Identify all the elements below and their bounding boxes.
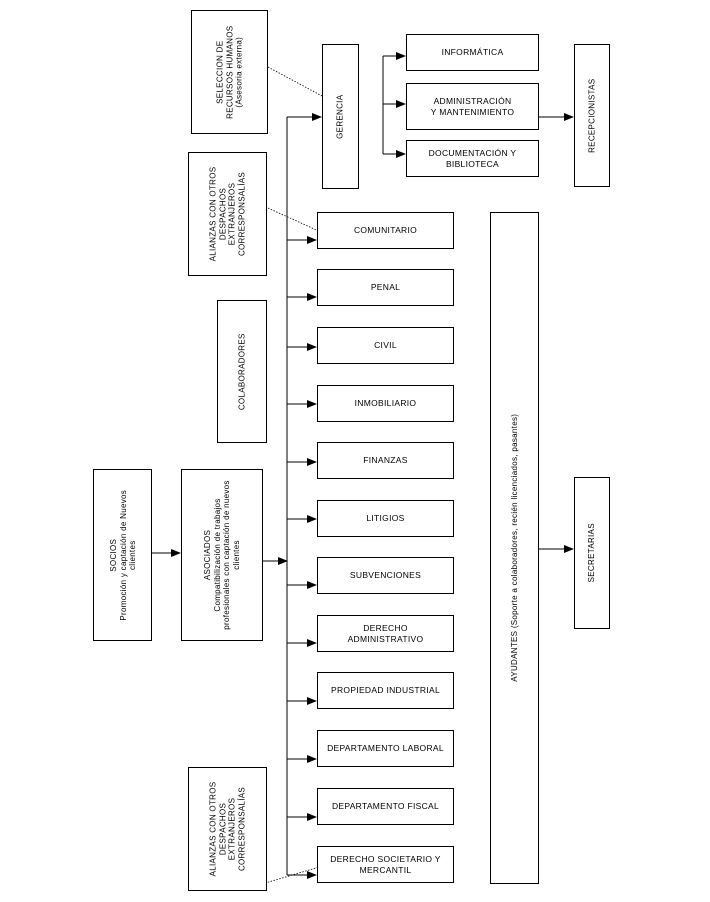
alianzas-top-line1: ALIANZAS CON OTROS (208, 166, 218, 262)
dept-label: FINANZAS (363, 455, 408, 465)
administracion-box: ADMINISTRACIÓN Y MANTENIMIENTO (406, 83, 539, 130)
dept-departamento-fiscal-box: DEPARTAMENTO FISCAL (317, 788, 454, 825)
alianzas-bottom-line3: EXTRANJEROS (227, 797, 237, 861)
dept-litigios-box: LITIGIOS (317, 500, 454, 537)
seleccion-line3: (Asesoria externa) (234, 36, 244, 108)
seleccion-line1: SELECCION DE (215, 40, 225, 104)
dept-civil-box: CIVIL (317, 327, 454, 364)
dotted-seleccion-gerencia (267, 66, 323, 97)
ayudantes-label: AYUDANTES (Soporte a colaboradores, reci… (509, 414, 519, 682)
dept-departamento-laboral-box: DEPARTAMENTO LABORAL (317, 730, 454, 767)
dept-label: SUBVENCIONES (349, 570, 422, 580)
seleccion-line2: RECURSOS HUMANOS (224, 25, 234, 119)
colaboradores-label: COLABORADORES (237, 333, 247, 410)
dept-label: LITIGIOS (366, 513, 405, 523)
dept-label: DERECHO (363, 622, 408, 633)
seleccion-box: SELECCION DE RECURSOS HUMANOS (Asesoria … (191, 10, 268, 134)
dept-label: COMUNITARIO (353, 225, 418, 235)
documentacion-box: DOCUMENTACIÓN Y BIBLIOTECA (406, 140, 539, 177)
colaboradores-box: COLABORADORES (217, 300, 267, 443)
alianzas-top-line2: DESPACHOS (218, 187, 227, 241)
alianzas-top-line4: CORRESPONSALÍAS (237, 171, 246, 257)
socios-title: SOCIOS (108, 538, 118, 572)
asociados-subtitle: Compatibilización de trabajos profesiona… (212, 480, 241, 630)
informatica-box: INFORMÁTICA (406, 34, 539, 71)
dept-label: DERECHO SOCIETARIO Y (330, 853, 441, 864)
dept-label: DEPARTAMENTO LABORAL (327, 743, 444, 753)
dept-subvenciones-box: SUBVENCIONES (317, 557, 454, 594)
administracion-line1: ADMINISTRACIÓN (433, 95, 512, 106)
dept-inmobiliario-box: INMOBILIARIO (317, 385, 454, 422)
asociados-title: ASOCIADOS (203, 529, 212, 581)
secretarias-label: SECRETARIAS (587, 523, 597, 583)
dept-propiedad-industrial-box: PROPIEDAD INDUSTRIAL (317, 672, 454, 709)
alianzas-bottom-line4: CORRESPONSALÍAS (237, 786, 246, 872)
dept-label: PENAL (370, 282, 401, 292)
secretarias-box: SECRETARIAS (574, 477, 610, 629)
dept-finanzas-box: FINANZAS (317, 442, 454, 479)
alianzas-bottom-line1: ALIANZAS CON OTROS (208, 781, 218, 877)
recepcionistas-box: RECEPCIONISTAS (574, 44, 610, 187)
dept-derecho-administrativo-box: DERECHO ADMINISTRATIVO (317, 615, 454, 652)
gerencia-label: GERENCIA (335, 94, 345, 139)
dept-label: CIVIL (374, 340, 397, 350)
recepcionistas-label: RECEPCIONISTAS (587, 78, 597, 153)
dept-label-line2: ADMINISTRATIVO (347, 633, 424, 644)
asociados-box: ASOCIADOS Compatibilización de trabajos … (181, 469, 263, 641)
alianzas-top-line3: EXTRANJEROS (227, 182, 237, 246)
ayudantes-box: AYUDANTES (Soporte a colaboradores, reci… (490, 212, 539, 884)
documentacion-line1: DOCUMENTACIÓN Y (428, 147, 517, 158)
alianzas-bottom-line2: DESPACHOS (218, 802, 227, 856)
dept-label: DEPARTAMENTO FISCAL (331, 801, 440, 811)
administracion-line2: Y MANTENIMIENTO (430, 106, 515, 117)
documentacion-line2: BIBLIOTECA (445, 158, 500, 169)
socios-box: SOCIOS Promoción y captación de Nuevos c… (93, 469, 152, 641)
alianzas-bottom-box: ALIANZAS CON OTROS DESPACHOS EXTRANJEROS… (188, 767, 267, 891)
dept-comunitario-box: COMUNITARIO (317, 212, 454, 249)
gerencia-box: GERENCIA (322, 44, 359, 189)
alianzas-top-box: ALIANZAS CON OTROS DESPACHOS EXTRANJEROS… (188, 152, 267, 276)
dept-label: PROPIEDAD INDUSTRIAL (331, 685, 440, 695)
socios-subtitle: Promoción y captación de Nuevos clientes (117, 489, 137, 621)
dept-label-line2: MERCANTIL (359, 864, 412, 875)
dept-penal-box: PENAL (317, 269, 454, 306)
informatica-label: INFORMÁTICA (441, 47, 504, 57)
dept-label: INMOBILIARIO (354, 398, 417, 408)
dept-derecho-societario-box: DERECHO SOCIETARIO Y MERCANTIL (317, 846, 454, 883)
